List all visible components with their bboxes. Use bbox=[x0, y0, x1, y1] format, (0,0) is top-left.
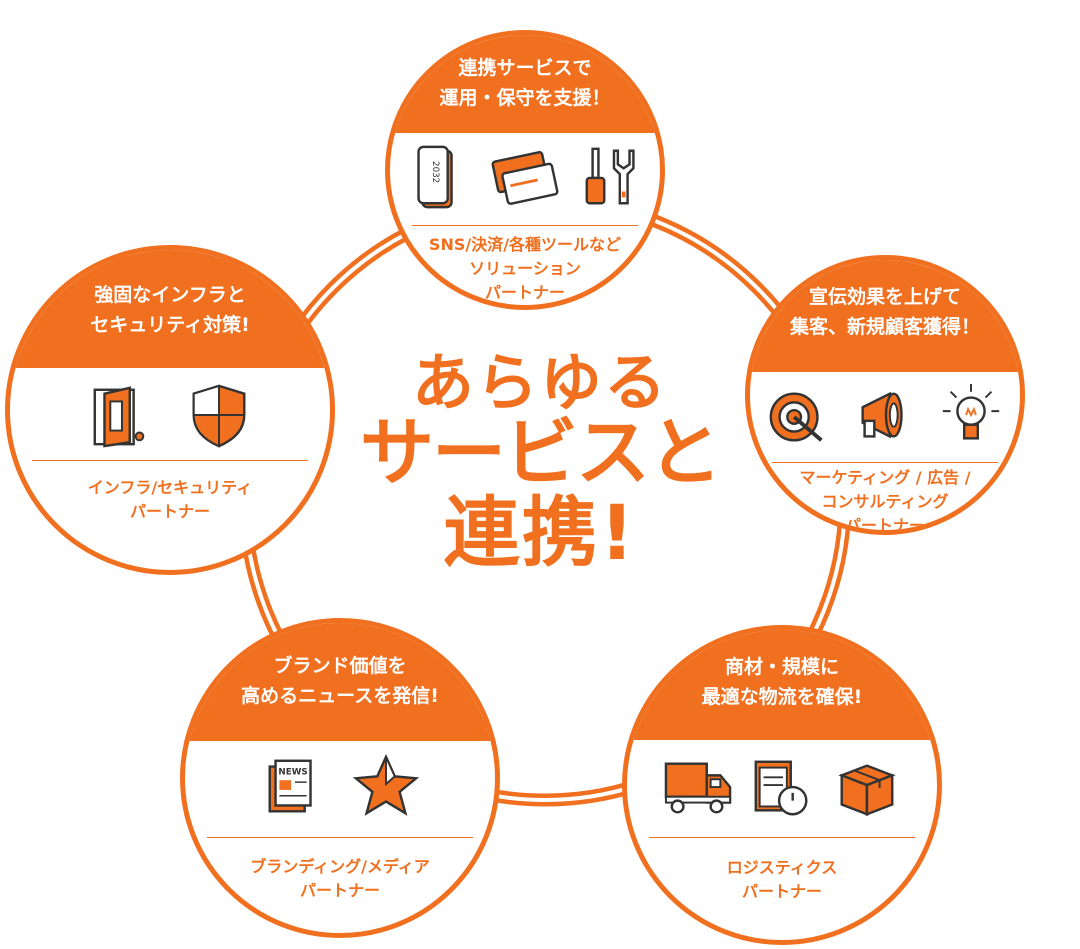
footer-line: マーケティング / 広告 / bbox=[799, 468, 971, 487]
icon-row bbox=[10, 382, 330, 450]
divider bbox=[772, 462, 998, 463]
node-solution-partner: 連携サービスで 運用・保守を支援！ 2032 SNS/決済/各種 bbox=[385, 30, 665, 310]
footer-line: パートナー bbox=[484, 283, 565, 302]
caption-line: ブランド価値を bbox=[273, 655, 407, 677]
node-footer: SNS/決済/各種ツールなど ソリューション パートナー bbox=[390, 233, 660, 305]
footer-line: ブランディング/メディア bbox=[250, 857, 430, 876]
megaphone-icon bbox=[861, 391, 903, 439]
node-caption: 商材・規模に 最適な物流を確保! bbox=[627, 630, 937, 740]
credit-card-icon bbox=[491, 151, 559, 205]
caption-line: 集客、新規顧客獲得！ bbox=[789, 316, 980, 338]
node-caption: ブランド価値を 高めるニュースを発信! bbox=[185, 623, 495, 741]
caption-line: セキュリティ対策! bbox=[90, 314, 250, 336]
footer-line: ソリューション bbox=[469, 259, 581, 278]
footer-line: パートナー bbox=[844, 516, 925, 535]
target-icon bbox=[769, 392, 823, 442]
svg-text:NEWS: NEWS bbox=[278, 767, 307, 777]
footer-line: コンサルティング bbox=[821, 492, 949, 511]
footer-line: ロジスティクス bbox=[726, 858, 838, 877]
divider bbox=[649, 837, 915, 838]
divider bbox=[32, 460, 308, 461]
lightbulb-icon bbox=[942, 383, 1000, 440]
node-logistics-partner: 商材・規模に 最適な物流を確保! bbox=[622, 625, 942, 945]
caption-line: 連携サービスで bbox=[458, 57, 592, 79]
clipboard-stopwatch-icon bbox=[754, 760, 808, 816]
node-caption: 連携サービスで 運用・保守を支援！ bbox=[390, 35, 660, 133]
caption-line: 宣伝効果を上げて bbox=[808, 286, 961, 308]
icon-row: NEWS bbox=[185, 753, 495, 821]
caption-line: 運用・保守を支援！ bbox=[439, 87, 611, 109]
node-marketing-partner: 宣伝効果を上げて 集客、新規顧客獲得！ bbox=[745, 255, 1025, 535]
divider bbox=[207, 837, 473, 838]
shield-icon bbox=[192, 384, 246, 448]
footer-line: パートナー bbox=[741, 882, 822, 901]
node-footer: マーケティング / 広告 / コンサルティング パートナー bbox=[750, 466, 1020, 535]
node-footer: インフラ/セキュリティ パートナー bbox=[10, 476, 330, 524]
icon-row bbox=[627, 754, 937, 822]
door-icon bbox=[93, 386, 145, 448]
center-title-line1: あらゆる bbox=[411, 346, 668, 419]
caption-line: 強固なインフラと bbox=[94, 284, 246, 306]
node-caption: 強固なインフラと セキュリティ対策! bbox=[10, 250, 330, 368]
newspaper-icon: NEWS bbox=[268, 759, 312, 813]
icon-row bbox=[750, 382, 1020, 450]
caption-line: 商材・規模に bbox=[724, 656, 839, 678]
icon-row: 2032 bbox=[390, 143, 660, 211]
node-footer: ブランディング/メディア パートナー bbox=[185, 855, 495, 903]
node-media-partner: ブランド価値を 高めるニュースを発信! NEWS ブランディング/メディア パー… bbox=[180, 618, 500, 938]
center-title-line2: サービスと bbox=[360, 410, 722, 497]
center-title-line3: 連携! bbox=[443, 487, 637, 577]
smartphone-icon: 2032 bbox=[417, 145, 453, 209]
star-icon bbox=[352, 753, 420, 816]
footer-line: パートナー bbox=[299, 881, 380, 900]
box-icon bbox=[838, 764, 896, 816]
node-security-partner: 強固なインフラと セキュリティ対策! インフラ/セキュリティ パートナー bbox=[5, 245, 335, 575]
caption-line: 高めるニュースを発信! bbox=[241, 685, 439, 707]
center-title: あらゆる サービスと 連携! bbox=[340, 350, 740, 573]
footer-line: パートナー bbox=[129, 502, 210, 521]
node-caption: 宣伝効果を上げて 集客、新規顧客獲得！ bbox=[750, 260, 1020, 372]
node-footer: ロジスティクス パートナー bbox=[627, 856, 937, 904]
caption-line: 最適な物流を確保! bbox=[701, 686, 863, 708]
footer-line: SNS/決済/各種ツールなど bbox=[428, 235, 622, 254]
divider bbox=[412, 225, 638, 226]
footer-line: インフラ/セキュリティ bbox=[87, 478, 253, 497]
tools-icon bbox=[585, 147, 635, 205]
svg-text:2032: 2032 bbox=[430, 161, 440, 183]
truck-icon bbox=[664, 762, 732, 814]
